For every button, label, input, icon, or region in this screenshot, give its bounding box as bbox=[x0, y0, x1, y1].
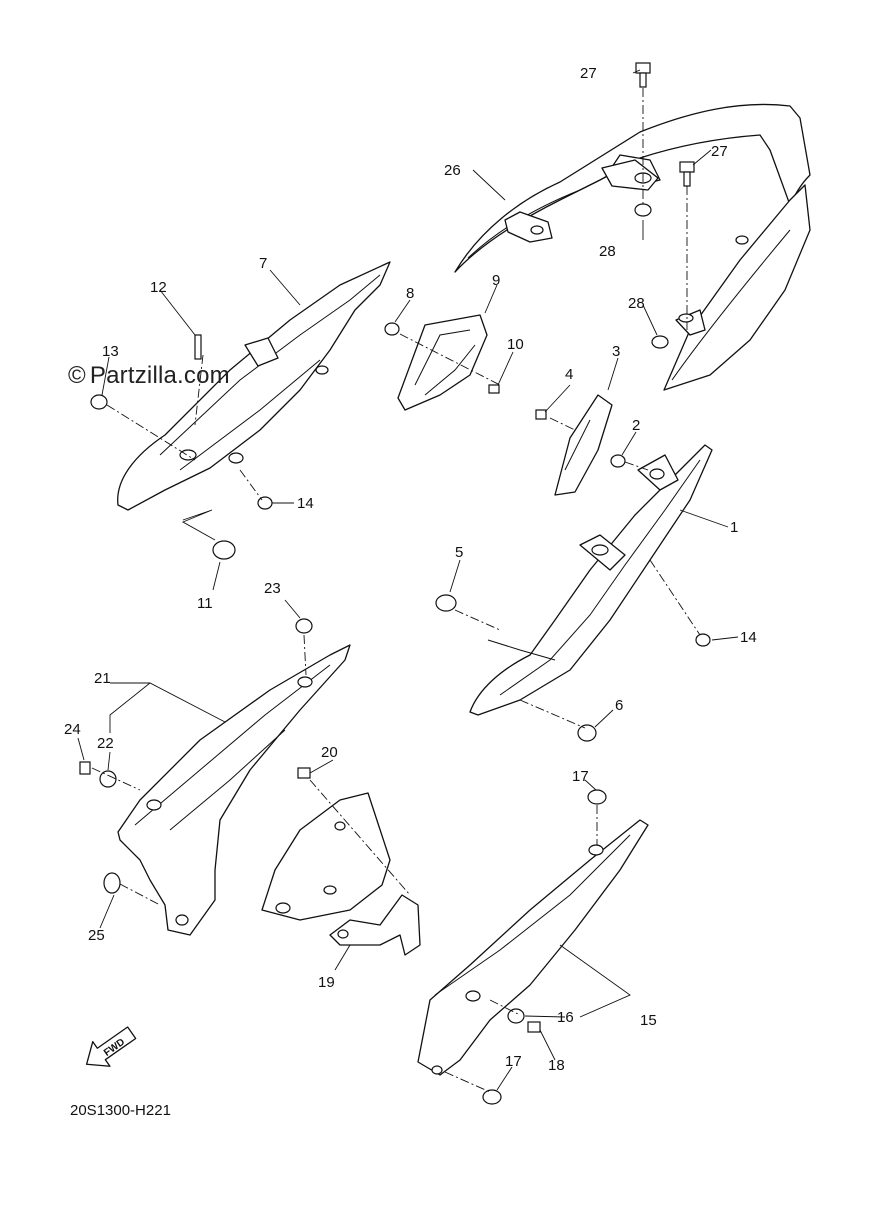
callout-17b-overlay: 17 bbox=[505, 1053, 522, 1070]
part-3-bracket bbox=[554, 394, 613, 496]
callout-20: 20 bbox=[321, 744, 338, 761]
fwd-arrow: FWD bbox=[85, 1026, 137, 1067]
hardware bbox=[79, 62, 711, 1105]
callout-17a: 17 bbox=[572, 768, 589, 785]
callout-3: 3 bbox=[612, 343, 620, 360]
callout-23: 23 bbox=[264, 580, 281, 597]
callout-18-overlay: 18 bbox=[548, 1057, 565, 1074]
leader-lines bbox=[77, 69, 739, 1091]
callout-28a: 28 bbox=[599, 243, 616, 260]
callout-4: 4 bbox=[565, 366, 573, 383]
part-19-bracket bbox=[261, 792, 421, 956]
callout-21: 21 bbox=[94, 670, 111, 687]
callout-28b: 28 bbox=[628, 295, 645, 312]
part-1-side-cover bbox=[469, 444, 713, 716]
callout-24: 24 bbox=[64, 721, 81, 738]
callout-22: 22 bbox=[97, 735, 114, 752]
callout-11: 11 bbox=[197, 595, 213, 612]
callout-14b: 14 bbox=[740, 629, 757, 646]
callout-7: 7 bbox=[259, 255, 267, 272]
callout-labels: 27 27 26 28 28 7 12 8 9 10 13 3 4 2 1 14… bbox=[64, 65, 757, 1029]
copyright-symbol: © bbox=[68, 362, 86, 389]
callout-19: 19 bbox=[318, 974, 335, 991]
part-9-bracket bbox=[397, 314, 488, 411]
callout-27b: 27 bbox=[711, 143, 728, 160]
callout-25: 25 bbox=[88, 927, 105, 944]
callout-6: 6 bbox=[615, 697, 623, 714]
callout-26: 26 bbox=[444, 162, 461, 179]
part-26-grab-bar bbox=[454, 103, 811, 391]
callout-16: 16 bbox=[557, 1009, 574, 1026]
callout-8: 8 bbox=[406, 285, 414, 302]
watermark-text: Partzilla.com bbox=[89, 362, 230, 389]
callout-10: 10 bbox=[507, 336, 524, 353]
callout-1: 1 bbox=[730, 519, 738, 536]
callout-12: 12 bbox=[150, 279, 167, 296]
callout-15: 15 bbox=[640, 1012, 657, 1029]
callout-2: 2 bbox=[632, 417, 640, 434]
part-15-side-cover bbox=[417, 819, 649, 1076]
part-21-side-cover bbox=[117, 644, 351, 936]
diagram-code: 20S1300-H221 bbox=[70, 1102, 171, 1119]
callout-5: 5 bbox=[455, 544, 463, 561]
watermark: ©Partzilla.com bbox=[68, 362, 230, 390]
assembly-lines bbox=[91, 88, 701, 1093]
callout-14a: 14 bbox=[297, 495, 314, 512]
callout-9: 9 bbox=[492, 272, 500, 289]
callout-13: 13 bbox=[102, 343, 119, 360]
callout-27a: 27 bbox=[580, 65, 597, 82]
